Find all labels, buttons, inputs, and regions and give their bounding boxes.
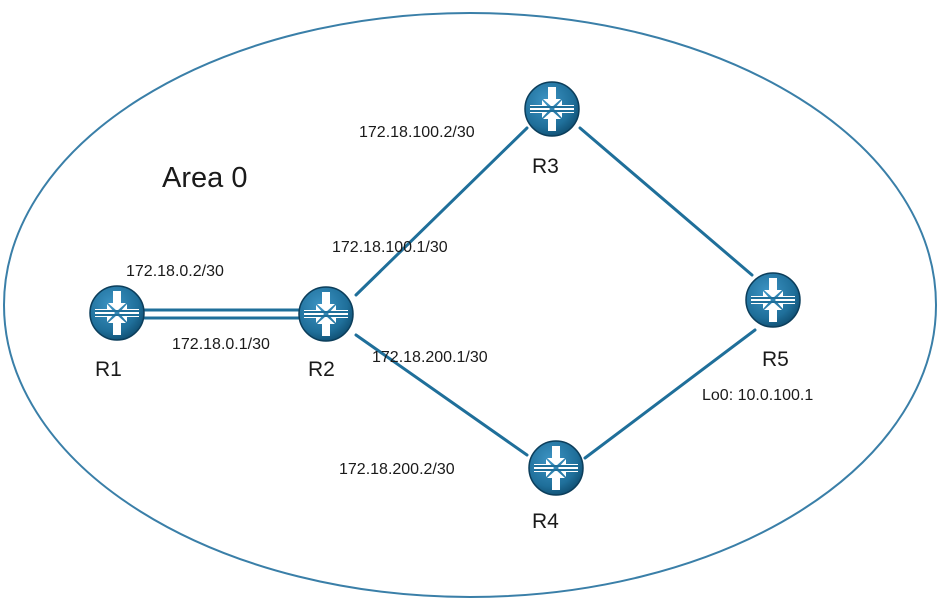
links	[140, 126, 757, 460]
router-icon	[528, 440, 584, 496]
link-r2-r4	[354, 333, 529, 457]
ip-label-r2-r3-to: 172.18.100.2/30	[359, 124, 475, 141]
ip-label-r2-r4-to: 172.18.200.2/30	[339, 461, 455, 478]
router-r3	[524, 81, 580, 137]
ip-label-r2-r4-from: 172.18.200.1/30	[372, 349, 488, 366]
ip-label-r1-r2-to: 172.18.0.1/30	[172, 336, 270, 353]
ip-label-r2-r3-from: 172.18.100.1/30	[332, 239, 448, 256]
router-label-r2: R2	[308, 358, 335, 381]
router-label-r1: R1	[95, 358, 122, 381]
loopback-label-r5: Lo0: 10.0.100.1	[702, 387, 813, 404]
link-r4-r5	[583, 328, 757, 460]
router-r1	[89, 285, 145, 341]
router-icon	[89, 285, 145, 341]
area-boundary	[3, 12, 937, 598]
router-label-r5: R5	[762, 348, 789, 371]
router-label-r3: R3	[532, 155, 559, 178]
router-icon	[745, 272, 801, 328]
router-icon	[298, 286, 354, 342]
router-icon	[524, 81, 580, 137]
router-r2	[298, 286, 354, 342]
area-label: Area 0	[162, 162, 247, 194]
link-r2-r3	[354, 126, 529, 297]
router-r5	[745, 272, 801, 328]
router-r4	[528, 440, 584, 496]
link-r3-r5	[578, 126, 754, 277]
router-label-r4: R4	[532, 510, 559, 533]
ip-label-r1-r2-from: 172.18.0.2/30	[126, 263, 224, 280]
